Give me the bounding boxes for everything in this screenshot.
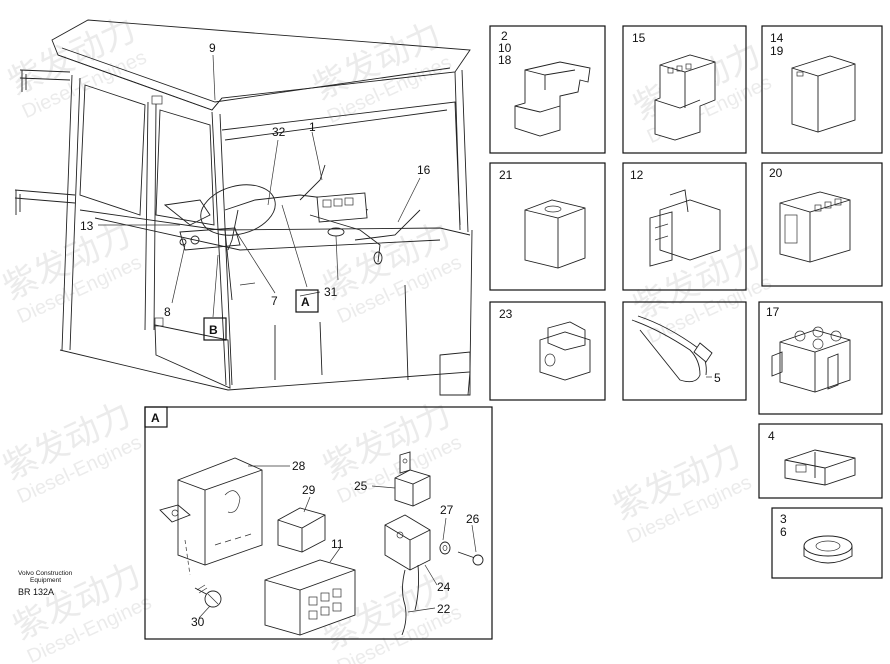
cab-illustration bbox=[14, 19, 473, 396]
footer-company: Volvo Construction bbox=[18, 570, 73, 577]
part-box-12: 12 bbox=[622, 162, 747, 291]
svg-text:19: 19 bbox=[770, 44, 784, 58]
detail-flag-a[interactable]: A bbox=[295, 289, 319, 313]
svg-text:18: 18 bbox=[498, 53, 512, 67]
callout-11: 11 bbox=[331, 537, 344, 551]
svg-text:10: 10 bbox=[498, 41, 512, 55]
callout-31: 31 bbox=[324, 285, 338, 299]
callout-16: 16 bbox=[417, 163, 431, 177]
svg-text:15: 15 bbox=[632, 31, 646, 45]
svg-text:A: A bbox=[301, 295, 310, 309]
callout-9: 9 bbox=[209, 41, 216, 55]
svg-text:23: 23 bbox=[499, 307, 513, 321]
part-box-15: 15 bbox=[622, 25, 747, 154]
detail-flag-b[interactable]: B bbox=[203, 317, 227, 341]
footer-code: BR 132A bbox=[18, 587, 54, 597]
part-box-3-6: 3 6 bbox=[771, 507, 883, 579]
callout-22: 22 bbox=[437, 602, 451, 616]
callout-25: 25 bbox=[354, 479, 368, 493]
svg-text:3: 3 bbox=[780, 512, 787, 526]
callout-7: 7 bbox=[271, 294, 278, 308]
cab-leader-lines bbox=[98, 54, 421, 318]
part-box-23: 23 bbox=[489, 301, 606, 401]
svg-text:B: B bbox=[209, 323, 218, 337]
callout-30: 30 bbox=[191, 615, 205, 629]
part-box-2-10-18: 2 10 18 bbox=[489, 25, 606, 154]
svg-text:5: 5 bbox=[714, 371, 721, 385]
svg-text:12: 12 bbox=[630, 168, 644, 182]
svg-text:20: 20 bbox=[769, 166, 783, 180]
detail-a-leader-lines bbox=[198, 465, 477, 619]
part-box-14-19: 14 19 bbox=[761, 25, 883, 154]
part-box-5: 5 bbox=[622, 301, 747, 401]
detail-a-header: A bbox=[151, 411, 160, 425]
part-box-20: 20 bbox=[761, 162, 883, 287]
detail-a-panel: A bbox=[144, 406, 493, 640]
callout-24: 24 bbox=[437, 580, 451, 594]
part-box-4: 4 bbox=[758, 423, 883, 499]
callout-28: 28 bbox=[292, 459, 306, 473]
svg-text:14: 14 bbox=[770, 31, 784, 45]
svg-text:17: 17 bbox=[766, 305, 780, 319]
svg-text:2: 2 bbox=[501, 29, 508, 43]
callout-8: 8 bbox=[164, 305, 171, 319]
part-box-17: 17 bbox=[758, 301, 883, 415]
callout-32: 32 bbox=[272, 125, 286, 139]
svg-text:6: 6 bbox=[780, 525, 787, 539]
part-box-21: 21 bbox=[489, 162, 606, 291]
svg-text:21: 21 bbox=[499, 168, 513, 182]
callout-26: 26 bbox=[466, 512, 480, 526]
svg-text:4: 4 bbox=[768, 429, 775, 443]
footer-company-2: Equipment bbox=[30, 577, 61, 584]
callout-29: 29 bbox=[302, 483, 316, 497]
callout-27: 27 bbox=[440, 503, 454, 517]
callout-13: 13 bbox=[80, 219, 94, 233]
callout-1: 1 bbox=[309, 120, 316, 134]
